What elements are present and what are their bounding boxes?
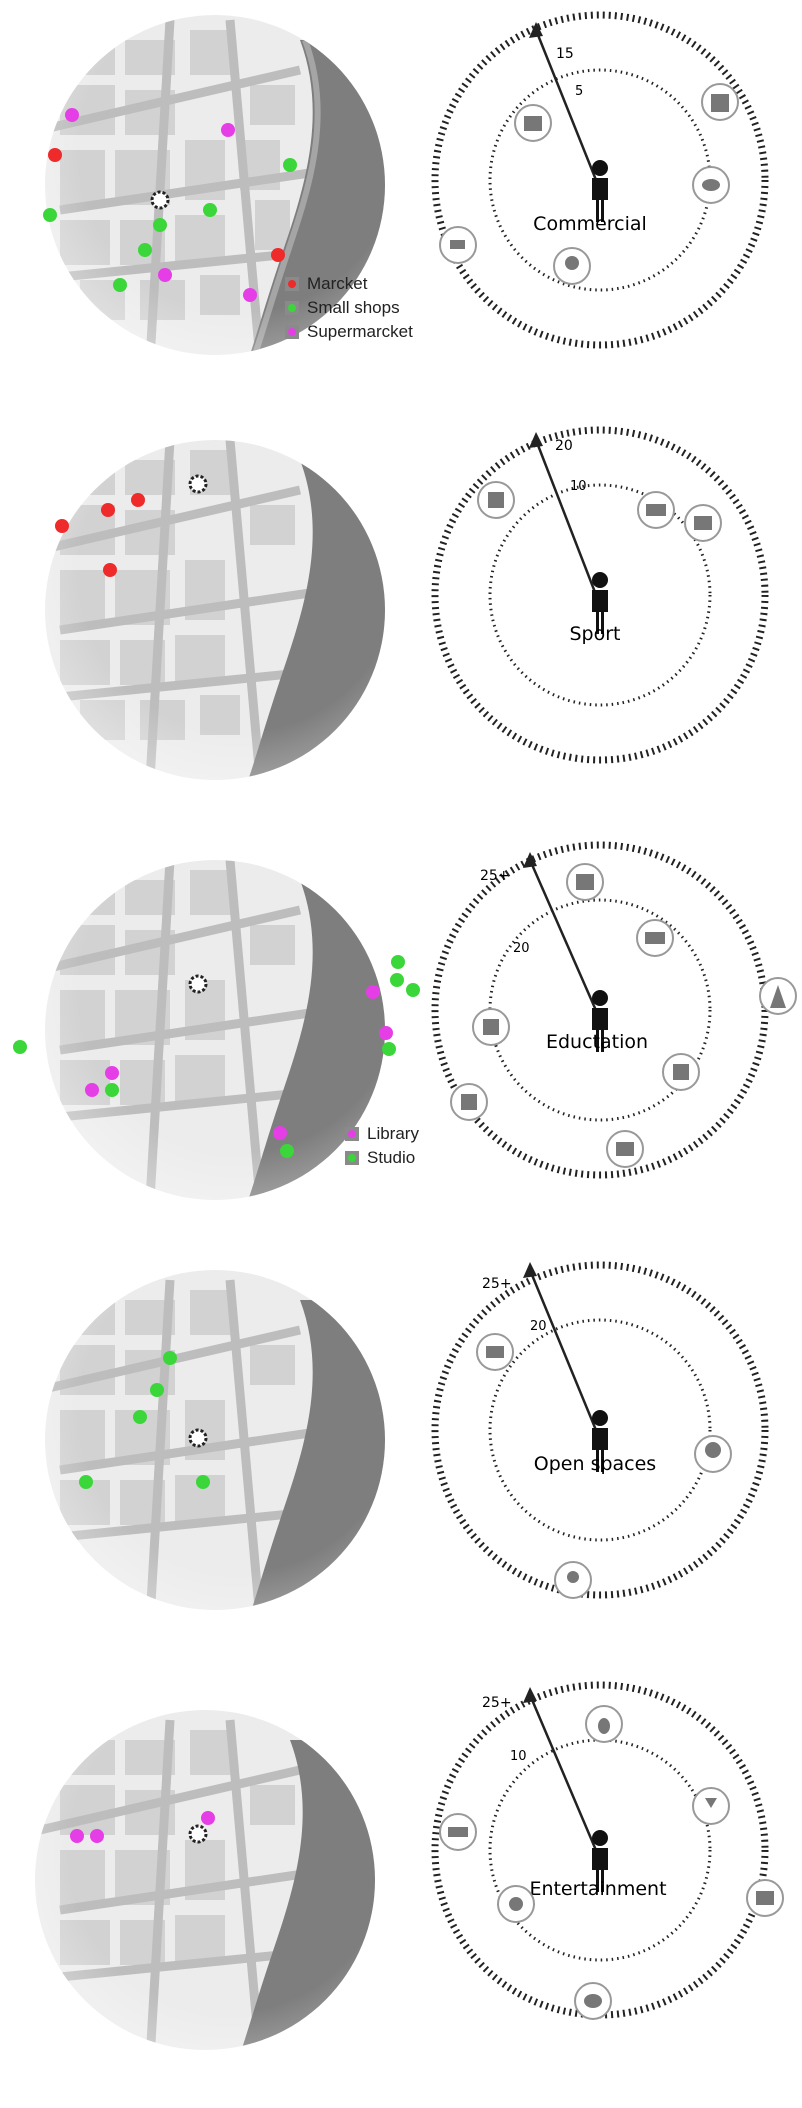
category-label: Entertainment bbox=[529, 1878, 666, 1900]
legend-education: Library Studio bbox=[345, 1122, 419, 1170]
car-icon bbox=[636, 919, 674, 957]
person-icon bbox=[592, 1830, 608, 1892]
legend-commercial: Marcket Small shops Supermarcket bbox=[285, 272, 413, 344]
canvas-icon bbox=[472, 1008, 510, 1046]
pencil-ruler-icon bbox=[566, 863, 604, 901]
dial-entertainment: 25+ 10 Entertainment bbox=[431, 1681, 784, 2020]
palette-icon bbox=[574, 1982, 612, 2020]
panel-entertainment: 25+ 10 Entertainment bbox=[0, 1680, 802, 2108]
poi-markers bbox=[55, 493, 145, 577]
book-icon bbox=[606, 1130, 644, 1168]
home-marker bbox=[188, 1824, 208, 1844]
outer-scale-label: 25+ bbox=[482, 1276, 512, 1292]
shopping-cart-icon bbox=[439, 226, 477, 264]
ticket-icon bbox=[684, 504, 722, 542]
outer-scale-label: 25+ bbox=[482, 1695, 512, 1711]
map-entertainment bbox=[35, 1710, 375, 2050]
swimmer-icon bbox=[637, 491, 675, 529]
person-icon bbox=[592, 160, 608, 222]
home-marker bbox=[150, 190, 170, 210]
inner-scale-label: 10 bbox=[510, 1749, 527, 1764]
runner-icon bbox=[477, 481, 515, 519]
bench-icon bbox=[476, 1333, 514, 1371]
home-marker bbox=[188, 1428, 208, 1448]
jacket-icon bbox=[701, 83, 739, 121]
inner-scale-label: 20 bbox=[530, 1319, 547, 1334]
poi-markers bbox=[70, 1811, 215, 1843]
legend-item: Marcket bbox=[285, 272, 413, 296]
dial-sport: 20 10 Sport bbox=[431, 426, 769, 764]
home-marker bbox=[188, 474, 208, 494]
compass-icon bbox=[759, 977, 797, 1015]
wine-glass-icon bbox=[692, 1787, 730, 1825]
teacher-icon bbox=[662, 1053, 700, 1091]
outer-scale-label: 25+ bbox=[480, 868, 510, 884]
outer-scale-label: 20 bbox=[555, 438, 573, 454]
panel-open-spaces: 25+ 20 Open spaces bbox=[0, 1260, 802, 1680]
legend-item: Library bbox=[345, 1122, 419, 1146]
poi-markers bbox=[79, 1351, 210, 1489]
map-sport bbox=[45, 440, 385, 780]
category-label: Commercial bbox=[533, 213, 647, 235]
outer-scale-label: 15 bbox=[556, 46, 574, 62]
museum-icon bbox=[746, 1879, 784, 1917]
dial-commercial: 15 5 Commercial bbox=[431, 11, 769, 349]
map-education bbox=[13, 860, 420, 1200]
legend-item: Supermarcket bbox=[285, 320, 413, 344]
guitar-icon bbox=[585, 1705, 623, 1743]
legend-item: Small shops bbox=[285, 296, 413, 320]
panel-sport: 20 10 Sport bbox=[0, 420, 802, 840]
inner-scale-label: 5 bbox=[575, 84, 583, 99]
home-marker bbox=[188, 974, 208, 994]
bread-icon bbox=[692, 166, 730, 204]
trumpet-icon bbox=[439, 1813, 477, 1851]
broccoli-icon bbox=[553, 247, 591, 285]
inner-scale-label: 20 bbox=[513, 941, 530, 956]
inner-scale-label: 10 bbox=[570, 479, 587, 494]
dial-education: 25+ 20 Eductation bbox=[431, 841, 797, 1179]
location-pin-icon bbox=[554, 1561, 592, 1599]
dial-open-spaces: 25+ 20 Open spaces bbox=[431, 1261, 769, 1599]
tree-icon bbox=[694, 1435, 732, 1473]
panel-education: Library Studio 25+ 20 Eductation bbox=[0, 840, 802, 1260]
theater-masks-icon bbox=[497, 1885, 535, 1923]
brush-icon bbox=[450, 1083, 488, 1121]
panel-commercial: Marcket Small shops Supermarcket 15 5 Co… bbox=[0, 0, 802, 420]
store-icon bbox=[514, 104, 552, 142]
map-commercial bbox=[43, 15, 385, 355]
category-label: Open spaces bbox=[534, 1453, 656, 1475]
person-icon bbox=[592, 990, 608, 1052]
poi-markers bbox=[13, 955, 420, 1158]
category-label: Sport bbox=[569, 623, 620, 645]
person-icon bbox=[592, 1410, 608, 1472]
map-open-spaces bbox=[45, 1270, 385, 1610]
legend-item: Studio bbox=[345, 1146, 419, 1170]
poi-markers bbox=[43, 108, 297, 302]
person-icon bbox=[592, 572, 608, 634]
category-label: Eductation bbox=[546, 1031, 648, 1053]
